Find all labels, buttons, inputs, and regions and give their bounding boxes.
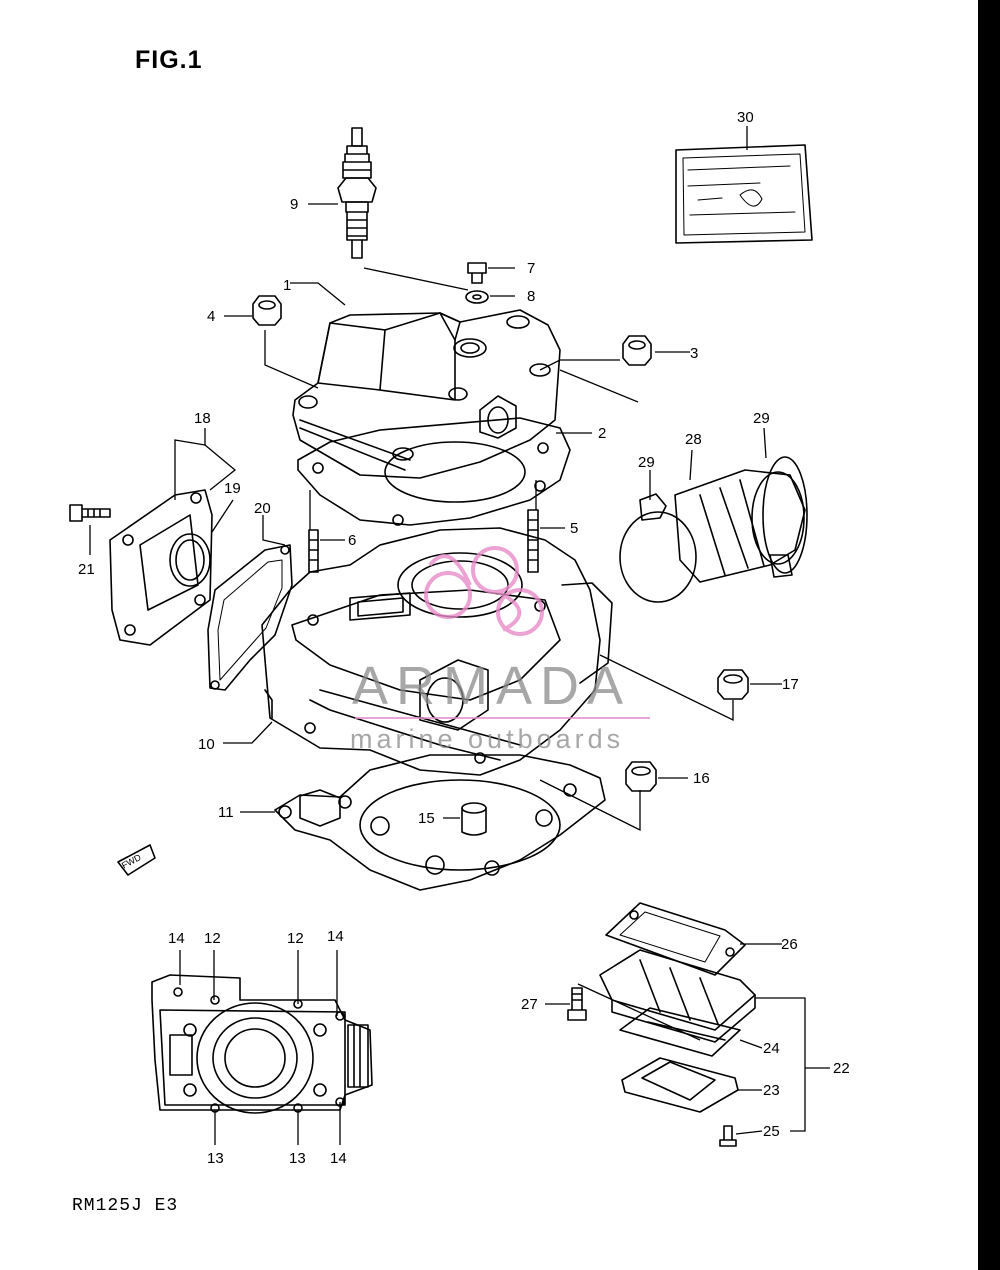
cap-nut-3: [622, 335, 652, 366]
cap-nut-17: [717, 669, 749, 700]
stud-bolt-6: [308, 529, 319, 573]
part-label-14-left: 14: [168, 930, 185, 947]
watermark-logo-icon: [424, 546, 544, 636]
part-label-28: 28: [685, 431, 702, 448]
intake-pipe-28: [674, 469, 806, 583]
part-label-7: 7: [527, 260, 535, 277]
cylinder-head: [292, 309, 561, 479]
part-label-4: 4: [207, 308, 215, 325]
part-label-29-right: 29: [753, 410, 770, 427]
head-gasket: [297, 417, 571, 526]
spark-plug: [337, 127, 377, 259]
exhaust-cover-18: [109, 489, 213, 646]
base-gasket: [274, 754, 606, 891]
stud-bolt-5: [527, 509, 539, 573]
bolt-7: [467, 262, 487, 284]
part-label-27: 27: [521, 996, 538, 1013]
model-code: RM125J E3: [72, 1196, 179, 1216]
part-label-21: 21: [78, 561, 95, 578]
part-label-1: 1: [283, 277, 291, 294]
part-label-11: 11: [218, 804, 234, 821]
part-label-2: 2: [598, 425, 606, 442]
cylinder-detail-view: [151, 974, 373, 1114]
part-label-15: 15: [418, 810, 435, 827]
scan-edge: [978, 0, 1000, 1270]
cylinder: [261, 527, 613, 776]
cap-nut-16: [625, 761, 657, 792]
part-label-17: 17: [782, 676, 799, 693]
part-label-24: 24: [763, 1040, 780, 1057]
reed-stopper-23: [621, 1057, 739, 1113]
screw-25: [719, 1125, 737, 1147]
figure-title: FIG.1: [135, 46, 203, 74]
part-label-3: 3: [690, 345, 698, 362]
part-label-6: 6: [348, 532, 356, 549]
watermark-brand: ARMADA: [352, 656, 632, 716]
fwd-arrow-icon: [117, 844, 156, 876]
part-label-22: 22: [833, 1060, 850, 1077]
hose-clamp-29-left: [619, 493, 697, 603]
reed-gasket-26: [605, 902, 746, 976]
part-label-19: 19: [224, 480, 241, 497]
part-label-14-bottom: 14: [330, 1150, 347, 1167]
part-label-23: 23: [763, 1082, 780, 1099]
screw-27: [567, 987, 587, 1021]
part-label-9: 9: [290, 196, 298, 213]
part-label-14-right: 14: [327, 928, 344, 945]
leader-lines: [89, 126, 830, 1145]
reed-petal-24: [619, 1007, 741, 1057]
part-label-12-left: 12: [204, 930, 221, 947]
hose-clamp-29-right: [762, 456, 808, 578]
part-label-20: 20: [254, 500, 271, 517]
part-label-25: 25: [763, 1123, 780, 1140]
part-label-5: 5: [570, 520, 578, 537]
label-sticker: [675, 144, 813, 244]
part-label-12-right: 12: [287, 930, 304, 947]
watermark-subtitle: marine outboards: [350, 724, 625, 754]
cap-nut-4: [252, 295, 282, 326]
bolt-21: [69, 504, 111, 522]
reed-valve-body: [599, 949, 756, 1043]
part-label-8: 8: [527, 288, 535, 305]
part-label-18: 18: [194, 410, 211, 427]
gasket-20: [207, 544, 293, 691]
o-ring-19: [169, 533, 211, 587]
part-label-13-left: 13: [207, 1150, 224, 1167]
part-label-13-right: 13: [289, 1150, 306, 1167]
part-label-30: 30: [737, 109, 754, 126]
part-label-29-left: 29: [638, 454, 655, 471]
part-label-10: 10: [198, 736, 215, 753]
part-label-26: 26: [781, 936, 798, 953]
dowel-pin-15: [461, 802, 487, 836]
part-label-16: 16: [693, 770, 710, 787]
part-labels: 1 2 3 4 5 6 7 8 9 10 11 15 16 17 18 19 2…: [78, 109, 850, 1167]
washer-8: [465, 290, 489, 304]
